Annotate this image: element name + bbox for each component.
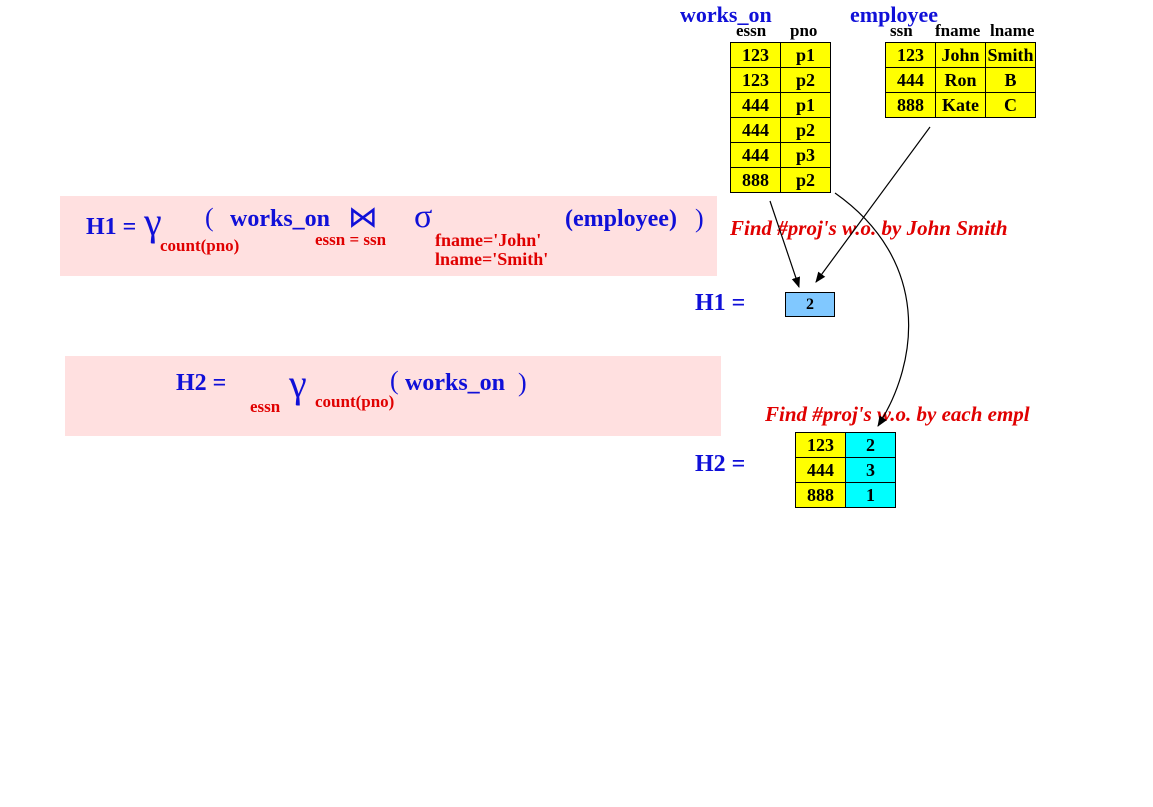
h2-gamma-symbol: γ <box>289 361 307 406</box>
employee-header-lname: lname <box>990 21 1035 40</box>
arrow-employee-to-h1 <box>815 126 931 283</box>
table-cell: 444 <box>795 457 846 483</box>
sigma-symbol: σ <box>414 198 433 235</box>
h1-expression-box <box>60 196 717 276</box>
table-cell: p1 <box>780 42 831 68</box>
h2-gamma-subscript: count(pno) <box>315 392 395 411</box>
table-cell: C <box>985 92 1036 118</box>
sigma-subscript-fname: fname='John' <box>435 230 542 250</box>
table-cell: B <box>985 67 1036 93</box>
h2-left-paren: ( <box>390 366 399 395</box>
table-cell: 888 <box>885 92 936 118</box>
table-cell: 444 <box>885 67 936 93</box>
table-cell: 3 <box>845 457 896 483</box>
table-cell: Kate <box>935 92 986 118</box>
h1-gamma-subscript: count(pno) <box>160 236 240 255</box>
h1-result-label: H1 = <box>695 290 746 316</box>
h1-left-paren: ( <box>205 203 214 232</box>
sigma-subscript-lname: lname='Smith' <box>435 249 549 269</box>
h1-employee: (employee) <box>565 206 677 232</box>
h2-result-label: H2 = <box>695 451 746 477</box>
h2-right-paren: ) <box>518 368 527 397</box>
join-symbol: ⋈ <box>348 200 378 235</box>
table-cell: 2 <box>845 432 896 458</box>
table-cell: Ron <box>935 67 986 93</box>
arrow-works-on-to-h2 <box>834 192 910 427</box>
gamma-symbol: γ <box>144 199 162 244</box>
h1-expr-label: H1 = <box>86 214 137 240</box>
arrow-works-on-to-h1 <box>769 200 800 289</box>
employee-header-fname: fname <box>935 21 981 40</box>
h2-expr-label: H2 = <box>176 370 227 396</box>
table-cell: p1 <box>780 92 831 118</box>
table-cell: p2 <box>780 167 831 193</box>
works-on-title: works_on <box>680 2 772 27</box>
h2-expression-box <box>65 356 721 436</box>
table-cell: 888 <box>730 167 781 193</box>
table-cell: 444 <box>730 92 781 118</box>
h1-result-value: 2 <box>785 292 835 317</box>
table-cell: Smith <box>985 42 1036 68</box>
table-cell: p2 <box>780 67 831 93</box>
table-cell: p2 <box>780 117 831 143</box>
h1-works-on: works_on <box>230 206 331 232</box>
h2-grouping-subscript: essn <box>250 397 281 416</box>
works-on-header-pno: pno <box>790 21 818 40</box>
join-subscript: essn = ssn <box>315 230 387 249</box>
table-cell: 1 <box>845 482 896 508</box>
table-cell: 888 <box>795 482 846 508</box>
works-on-header-essn: essn <box>736 21 767 40</box>
table-row: 2 <box>785 292 835 317</box>
employee-header-ssn: ssn <box>890 21 913 40</box>
employee-title: employee <box>850 2 938 27</box>
h2-caption: Find #proj's w.o. by each empl <box>765 402 1030 426</box>
table-cell: 123 <box>885 42 936 68</box>
h2-works-on: works_on <box>405 370 506 396</box>
h1-result-table: 2 <box>785 292 835 317</box>
h1-right-paren: ) <box>695 204 704 233</box>
